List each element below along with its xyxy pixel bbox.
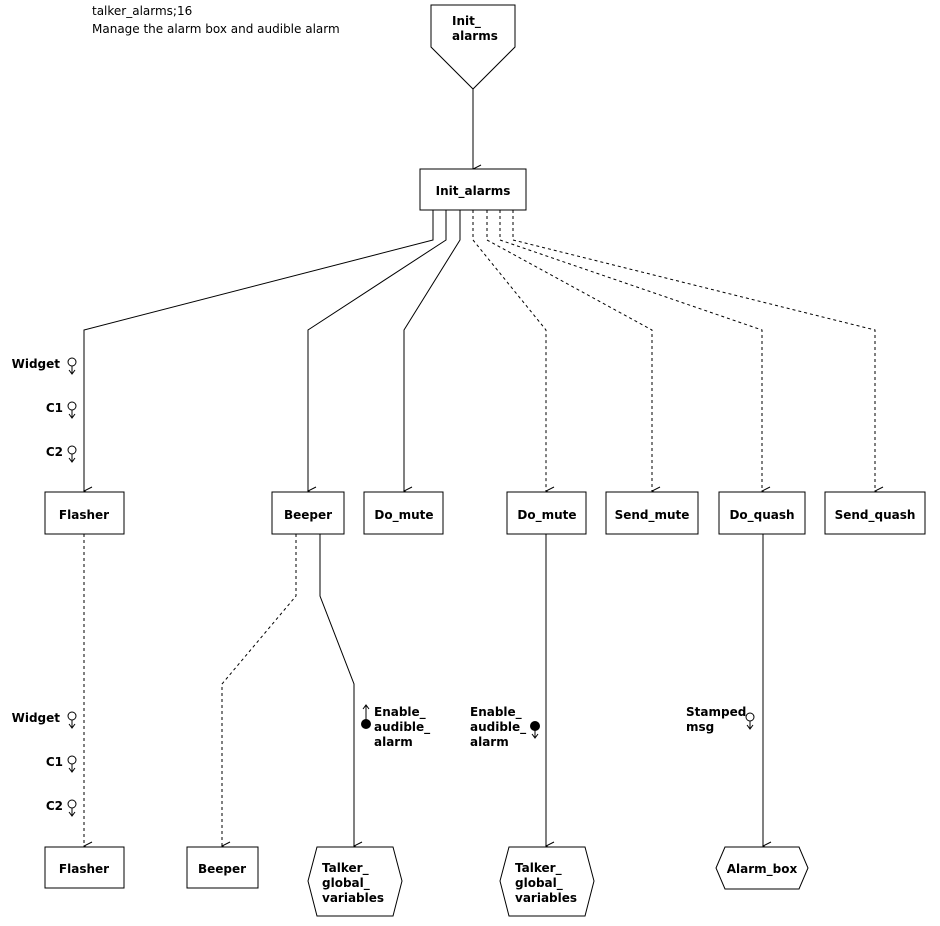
module-send-mute-label: Send_mute — [615, 508, 690, 523]
flag-label-line1: Enable_ — [374, 705, 426, 720]
module-beeper-label: Beeper — [198, 862, 246, 876]
module-beeper: Beeper — [271, 491, 345, 535]
couple-c2-upper: C2 — [46, 445, 77, 463]
couple-label: C2 — [46, 799, 63, 813]
data-store-talker-global-variables-1: Talker_ global_ variables — [307, 846, 403, 917]
diagram-description: Manage the alarm box and audible alarm — [92, 22, 340, 36]
call-to-flasher — [84, 210, 434, 491]
flag-enable-audible-alarm-beeper: Enable_ audible_ alarm — [361, 704, 430, 749]
call-to-send-mute — [486, 210, 652, 491]
call-to-do-quash — [499, 210, 762, 491]
couple-label: C1 — [46, 755, 63, 769]
data-store-label-line2: global_ — [515, 876, 563, 891]
call-to-beeper — [308, 210, 447, 491]
couple-label-line1: Stamped_ — [686, 705, 752, 720]
module-do-quash-label: Do_quash — [729, 508, 794, 523]
couple-widget-lower: Widget — [12, 711, 77, 729]
entry-point-init-alarms: Init_ alarms — [430, 4, 516, 90]
couple-c1-lower: C1 — [46, 755, 77, 773]
module-init-alarms: Init_alarms — [419, 168, 527, 211]
entry-label-line1: Init_ — [452, 14, 481, 29]
module-do-mute-2: Do_mute — [506, 491, 587, 535]
data-beeper-to-talker-vars — [319, 534, 354, 846]
data-store-label-line2: global_ — [322, 876, 370, 891]
module-beeper-label: Beeper — [284, 508, 332, 522]
module-do-mute-label: Do_mute — [374, 508, 433, 523]
device-alarm-box-label: Alarm_box — [727, 862, 798, 877]
diagram-id: talker_alarms;16 — [92, 4, 192, 18]
module-beeper-lib: Beeper — [186, 846, 259, 889]
flag-label-line3: alarm — [374, 735, 413, 749]
module-do-mute-label: Do_mute — [517, 508, 576, 523]
couple-label: C1 — [46, 401, 63, 415]
call-to-send-quash — [512, 210, 875, 491]
data-store-label-line1: Talker_ — [322, 861, 369, 876]
couple-label: Widget — [12, 711, 61, 725]
module-do-quash: Do_quash — [718, 491, 806, 535]
couple-label: Widget — [12, 357, 61, 371]
module-send-quash: Send_quash — [824, 491, 926, 535]
module-init-alarms-label: Init_alarms — [436, 184, 511, 199]
data-store-label-line1: Talker_ — [515, 861, 562, 876]
module-flasher: Flasher — [44, 491, 125, 535]
data-store-label-line3: variables — [515, 891, 577, 905]
flag-label-line2: audible_ — [374, 720, 430, 735]
couple-c1-upper: C1 — [46, 401, 77, 419]
data-store-label-line3: variables — [322, 891, 384, 905]
flag-label-line2: audible_ — [470, 720, 526, 735]
module-send-mute: Send_mute — [605, 491, 699, 535]
couple-label-line2: msg — [686, 720, 714, 734]
module-flasher-label: Flasher — [59, 862, 109, 876]
couple-widget-upper: Widget — [12, 357, 77, 375]
call-to-do-mute-2 — [472, 210, 546, 491]
flag-label-line3: alarm — [470, 735, 509, 749]
device-alarm-box: Alarm_box — [715, 846, 809, 890]
module-do-mute-1: Do_mute — [363, 491, 444, 535]
module-send-quash-label: Send_quash — [835, 508, 916, 523]
call-to-do-mute-1 — [404, 210, 461, 491]
couple-label: C2 — [46, 445, 63, 459]
entry-label-line2: alarms — [452, 29, 498, 43]
flag-label-line1: Enable_ — [470, 705, 522, 720]
couple-c2-lower: C2 — [46, 799, 77, 817]
flag-enable-audible-alarm-do-mute: Enable_ audible_ alarm — [470, 705, 540, 749]
module-flasher-lib: Flasher — [44, 846, 125, 889]
couple-stamped-msg: Stamped_ msg — [686, 705, 755, 734]
module-flasher-label: Flasher — [59, 508, 109, 522]
call-beeper-to-beeper — [222, 534, 297, 846]
data-store-talker-global-variables-2: Talker_ global_ variables — [499, 846, 595, 917]
